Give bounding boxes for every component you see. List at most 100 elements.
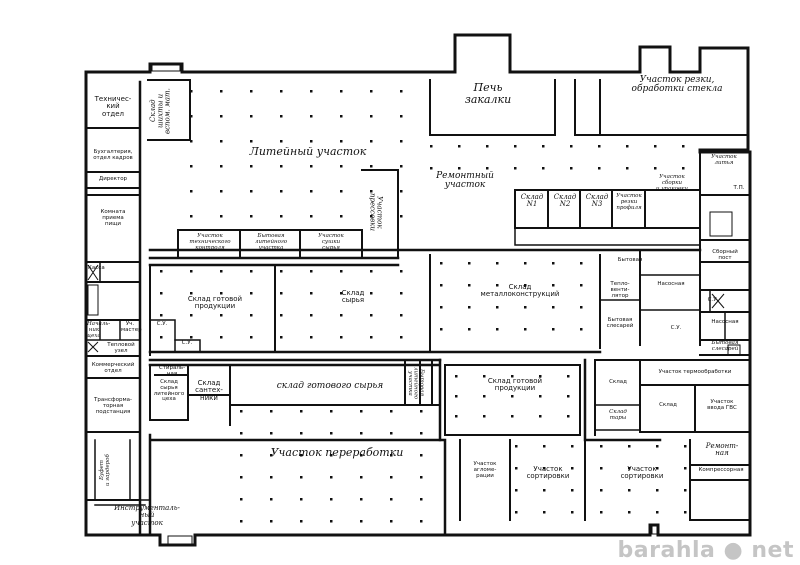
column-dot	[330, 410, 333, 413]
column-dot	[656, 467, 659, 470]
label-nach-tsekha: Началь- ник цеха	[87, 321, 111, 339]
column-dot	[430, 145, 433, 148]
column-dot	[458, 167, 461, 170]
column-dot	[580, 328, 583, 331]
column-dot	[340, 115, 343, 118]
column-dot	[440, 328, 443, 331]
column-dot	[340, 292, 343, 295]
column-dot	[515, 489, 518, 492]
label-sklad-gotovoy1: Склад готовой продукции	[187, 295, 243, 311]
column-dot	[400, 215, 403, 218]
column-dot	[310, 90, 313, 93]
column-dot	[628, 467, 631, 470]
column-dot	[250, 270, 253, 273]
column-dot	[330, 432, 333, 435]
label-nasosnaya: Насосная	[657, 281, 685, 287]
column-dot	[340, 336, 343, 339]
label-teplo-punkt: Тепло- венти- лятор	[610, 281, 630, 299]
column-dot	[280, 115, 283, 118]
label-uch-lit: Участок литья	[711, 154, 737, 166]
column-dot	[420, 498, 423, 501]
column-dot	[370, 314, 373, 317]
label-nasosnaya2: Насосная	[711, 319, 739, 325]
label-sklad3: Склад N3	[585, 193, 609, 209]
column-dot	[300, 432, 303, 435]
column-dot	[684, 511, 687, 514]
column-dot	[190, 215, 193, 218]
column-dot	[310, 336, 313, 339]
label-sushka: Участок сушки сырья	[318, 233, 344, 251]
column-dot	[280, 314, 283, 317]
column-dot	[567, 415, 570, 418]
column-dot	[468, 284, 471, 287]
column-dot	[250, 90, 253, 93]
column-dot	[483, 415, 486, 418]
column-dot	[684, 489, 687, 492]
column-dot	[300, 498, 303, 501]
label-sklad-small: Склад	[609, 379, 627, 385]
label-tekh-otdel: Техничес- кий отдел	[94, 95, 132, 118]
column-dot	[390, 476, 393, 479]
label-remontnaya: Ремонт- ная	[705, 442, 739, 458]
label-liteyniy: Литейный участок	[249, 145, 367, 158]
column-dot	[250, 314, 253, 317]
column-dot	[370, 165, 373, 168]
column-dot	[160, 292, 163, 295]
column-dot	[552, 328, 555, 331]
column-dot	[656, 445, 659, 448]
column-dot	[511, 375, 514, 378]
column-dot	[400, 292, 403, 295]
column-dot	[524, 262, 527, 265]
column-dot	[539, 395, 542, 398]
column-dot	[250, 292, 253, 295]
label-bytovaya-liteyn: Бытовая литейного участка	[254, 233, 288, 251]
column-dot	[280, 165, 283, 168]
label-kassa: Касса	[88, 265, 105, 271]
column-dot	[160, 336, 163, 339]
column-dot	[567, 395, 570, 398]
column-dot	[684, 445, 687, 448]
column-dot	[310, 115, 313, 118]
label-buhgalteria: Бухгалтерия, отдел кадров	[93, 149, 133, 161]
column-dot	[270, 520, 273, 523]
column-dot	[340, 314, 343, 317]
column-dot	[598, 145, 601, 148]
column-dot	[483, 395, 486, 398]
column-dot	[628, 445, 631, 448]
column-dot	[270, 432, 273, 435]
column-dot	[543, 445, 546, 448]
column-dot	[300, 476, 303, 479]
column-dot	[330, 476, 333, 479]
label-kompressornaya: Компрессорная	[698, 467, 744, 473]
column-dot	[190, 165, 193, 168]
column-dot	[682, 145, 685, 148]
column-dot	[310, 270, 313, 273]
column-dot	[400, 165, 403, 168]
column-dot	[539, 375, 542, 378]
column-dot	[190, 336, 193, 339]
column-dot	[160, 270, 163, 273]
label-bytovaya-slesarey: Бытовая слесарей	[606, 317, 634, 329]
column-dot	[390, 498, 393, 501]
label-su1: С.У.	[156, 321, 168, 327]
column-dot	[370, 140, 373, 143]
column-dot	[420, 454, 423, 457]
column-dot	[571, 467, 574, 470]
column-dot	[370, 115, 373, 118]
label-bytovaya: Бытовая	[617, 257, 643, 263]
label-uch-vvoda: Участок ввода ГВС	[707, 399, 737, 411]
column-dot	[340, 90, 343, 93]
column-dot	[458, 145, 461, 148]
column-dot	[270, 454, 273, 457]
column-dot	[598, 167, 601, 170]
column-dot	[280, 292, 283, 295]
label-direktor: Директор	[98, 176, 128, 182]
column-dot	[190, 314, 193, 317]
column-dot	[360, 476, 363, 479]
label-tp: Т.П.	[733, 185, 745, 191]
column-dot	[468, 306, 471, 309]
column-dot	[240, 454, 243, 457]
column-dot	[626, 167, 629, 170]
column-dot	[390, 454, 393, 457]
column-dot	[515, 511, 518, 514]
